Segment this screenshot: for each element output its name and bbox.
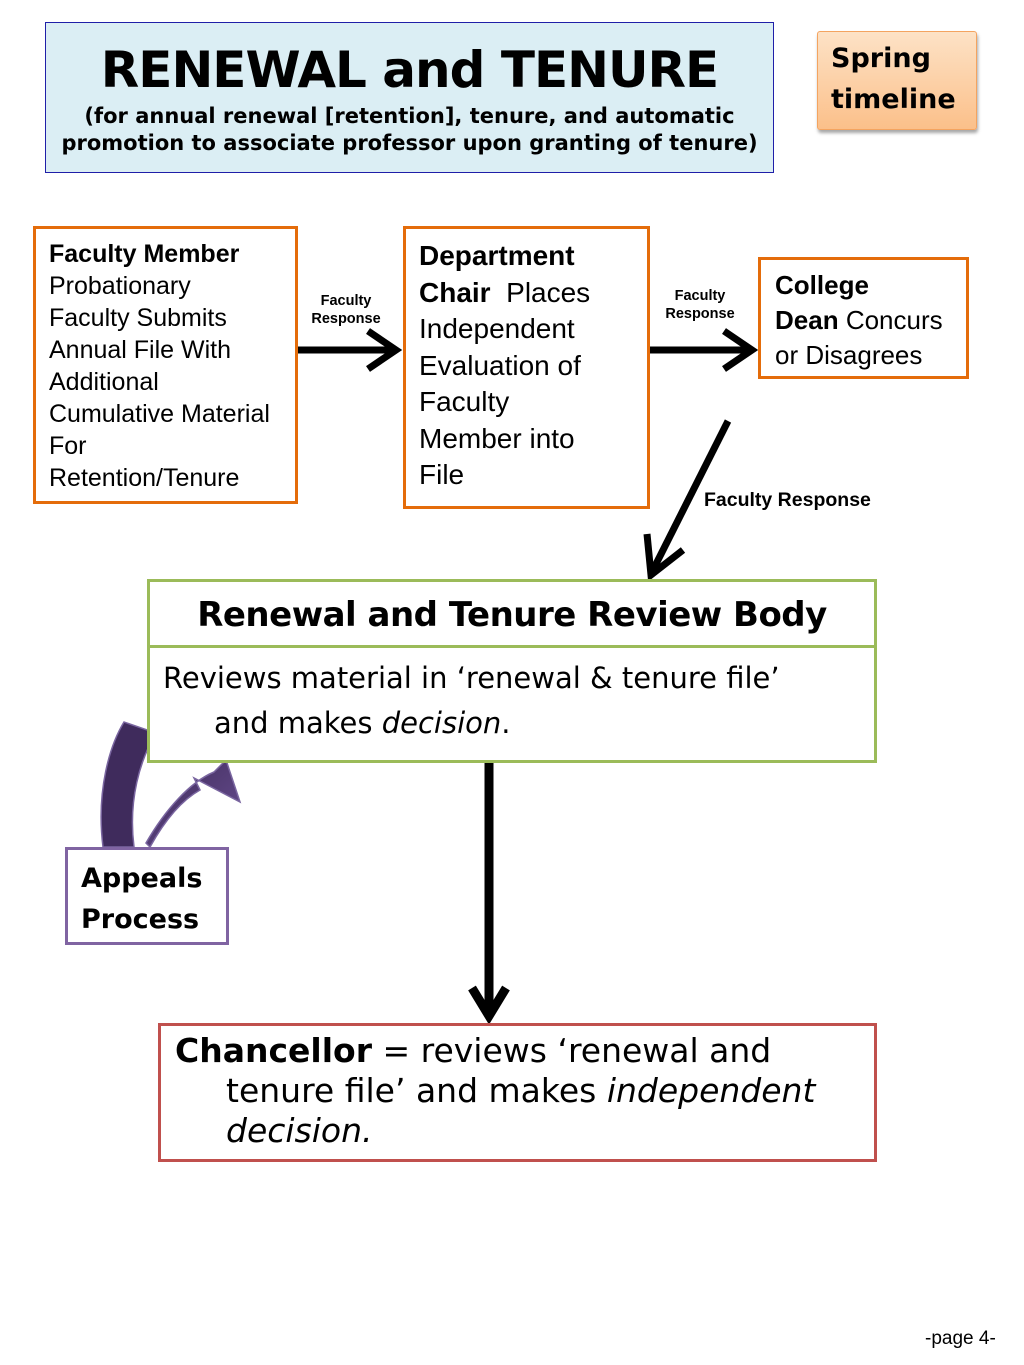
timeline-tag-line1: Spring bbox=[831, 43, 931, 74]
title-box: RENEWAL and TENURE (for annual renewal [… bbox=[45, 22, 774, 173]
college-dean-box: College Dean Concurs or Disagrees bbox=[758, 257, 969, 379]
review-body-text-prefix: and makes bbox=[214, 706, 382, 740]
faculty-member-box: Faculty Member Probationary Faculty Subm… bbox=[33, 226, 298, 504]
department-chair-line: File bbox=[419, 459, 465, 490]
arrow-faculty-to-chair bbox=[298, 328, 403, 372]
chancellor-text-prefix: tenure file’ and makes bbox=[226, 1071, 607, 1110]
timeline-tag: Spring timeline bbox=[817, 31, 977, 130]
faculty-member-line: Retention/Tenure bbox=[49, 464, 240, 492]
review-body-text: Reviews material in ‘renewal & tenure fi… bbox=[150, 648, 874, 746]
college-dean-text-first: Concurs bbox=[845, 305, 943, 335]
chancellor-text-line1: = reviews ‘renewal and bbox=[372, 1031, 772, 1070]
appeals-line2: Process bbox=[81, 904, 200, 935]
timeline-tag-line2: timeline bbox=[831, 84, 956, 115]
review-body-text-line2: and makes decision. bbox=[163, 701, 862, 746]
faculty-member-line: Faculty Submits bbox=[49, 304, 227, 332]
chancellor-text-line2: tenure file’ and makes independent bbox=[175, 1071, 862, 1111]
faculty-response-label-line1: Faculty bbox=[674, 288, 726, 304]
page-number: -page 4- bbox=[925, 1328, 996, 1349]
college-dean-heading: College bbox=[775, 270, 869, 300]
review-body-title: Renewal and Tenure Review Body bbox=[150, 582, 874, 648]
faculty-response-label-line2: Response bbox=[665, 306, 735, 322]
department-chair-line: Chair Places bbox=[419, 275, 647, 312]
review-body-text-decision: decision bbox=[381, 706, 502, 740]
chancellor-heading: Chancellor bbox=[175, 1031, 372, 1070]
faculty-response-label: Faculty Response bbox=[704, 489, 871, 511]
page-title: RENEWAL and TENURE bbox=[100, 41, 719, 99]
department-chair-box: Department Chair Places Independent Eval… bbox=[403, 226, 650, 509]
college-dean-line: or Disagrees bbox=[775, 340, 923, 370]
review-body-box: Renewal and Tenure Review Body Reviews m… bbox=[147, 579, 877, 763]
college-dean-line: Dean Concurs bbox=[775, 303, 966, 338]
appeals-process-box: Appeals Process bbox=[65, 847, 229, 945]
college-dean-heading-2: Dean bbox=[775, 305, 839, 335]
faculty-member-line: Additional bbox=[49, 368, 159, 396]
department-chair-line: Evaluation of bbox=[419, 349, 581, 381]
arrow-dean-to-review bbox=[643, 419, 732, 582]
chancellor-text-independent: independent bbox=[606, 1071, 816, 1110]
appeals-loop-arrow bbox=[100, 721, 242, 849]
chancellor-text-line3: decision. bbox=[175, 1111, 862, 1151]
department-chair-heading: Department bbox=[419, 240, 575, 271]
faculty-member-line: Probationary bbox=[49, 272, 191, 300]
faculty-response-label-line2: Response bbox=[311, 311, 381, 327]
arrow-chair-to-dean bbox=[650, 328, 759, 372]
department-chair-line: Faculty bbox=[419, 386, 510, 417]
page-subtitle: (for annual renewal [retention], tenure,… bbox=[61, 104, 758, 155]
review-body-text-suffix: . bbox=[501, 706, 511, 740]
arrow-review-to-chancellor bbox=[468, 763, 510, 1025]
faculty-response-label: Faculty Response bbox=[655, 287, 745, 323]
appeals-line1: Appeals bbox=[81, 863, 203, 894]
department-chair-heading-2: Chair bbox=[419, 276, 491, 308]
chancellor-box: Chancellor = reviews ‘renewal and tenure… bbox=[158, 1023, 877, 1162]
faculty-member-line: Cumulative Material bbox=[49, 400, 270, 428]
faculty-response-label-line1: Faculty bbox=[320, 293, 372, 309]
faculty-member-heading: Faculty Member bbox=[49, 240, 240, 268]
department-chair-line: Independent bbox=[419, 313, 575, 344]
department-chair-line: Member into bbox=[419, 422, 575, 454]
faculty-response-label: Faculty Response bbox=[302, 292, 390, 328]
chancellor-text-decision: decision. bbox=[226, 1111, 373, 1150]
department-chair-first-word: Places bbox=[506, 276, 591, 308]
faculty-member-line: Annual File With bbox=[49, 336, 232, 364]
faculty-member-line: For bbox=[49, 432, 87, 460]
review-body-text-line1: Reviews material in ‘renewal & tenure fi… bbox=[163, 661, 780, 695]
